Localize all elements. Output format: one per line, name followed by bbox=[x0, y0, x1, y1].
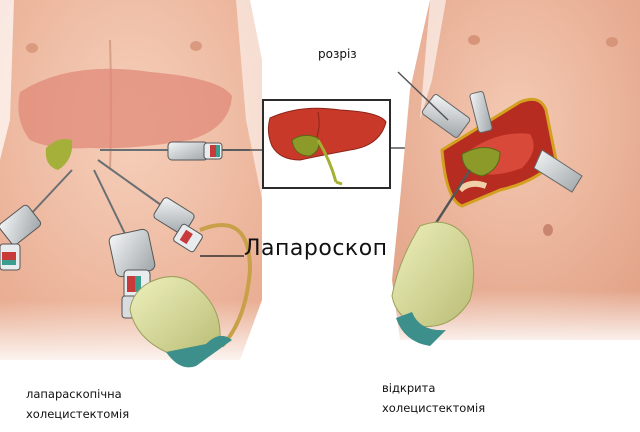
open-surgery-caption: відкрита холецистектомія bbox=[382, 378, 485, 418]
cable bbox=[199, 223, 253, 348]
left-nipple bbox=[26, 43, 38, 53]
laparoscopic-caption-line2: холецистектомія bbox=[26, 407, 130, 421]
laparoscopic-caption-line1: лапараскопічна bbox=[26, 387, 122, 401]
laparoscopic-caption: лапараскопічна холецистектомія bbox=[26, 384, 129, 424]
right-torso bbox=[392, 0, 640, 350]
liver-inset bbox=[262, 99, 391, 189]
incision-pointer bbox=[397, 71, 449, 121]
trocar-left bbox=[0, 169, 73, 271]
left-torso bbox=[0, 0, 262, 370]
gloved-hand-right bbox=[391, 221, 474, 346]
gallbladder bbox=[45, 139, 73, 170]
right-nipple bbox=[190, 41, 202, 51]
gloved-hand-left bbox=[129, 276, 232, 368]
laparoscope-label: Лапароскоп bbox=[244, 236, 388, 261]
liver-outline bbox=[18, 68, 233, 149]
incision-label: розріз bbox=[318, 47, 357, 61]
trocar-center bbox=[93, 159, 253, 348]
open-caption-line2: холецистектомія bbox=[382, 401, 486, 415]
open-caption-line1: відкрита bbox=[382, 381, 436, 395]
